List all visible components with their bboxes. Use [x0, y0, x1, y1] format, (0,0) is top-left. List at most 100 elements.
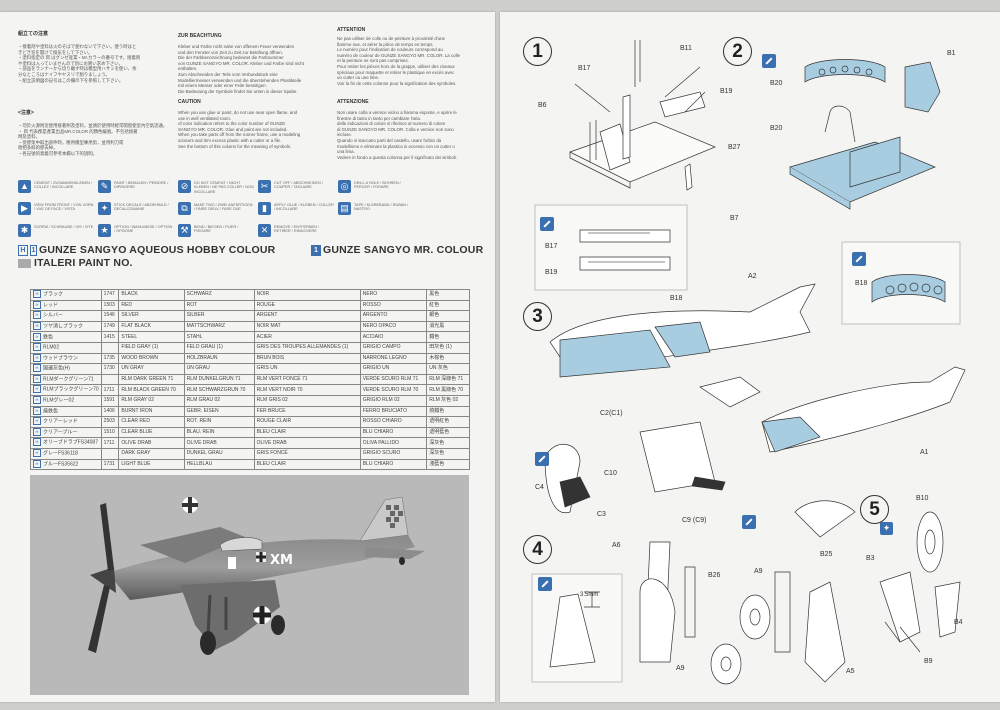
- paint-value: ARGENT: [256, 312, 278, 319]
- caution-line: ・勿於火源附近使用接著劑及塗料，並請於使用時經常開窗使室內空氣流通。: [18, 123, 168, 128]
- paint-brush-icon: [535, 452, 549, 466]
- italeri-header: ITALERI PAINT NO.: [18, 257, 133, 269]
- paint-value: 1510: [103, 429, 115, 436]
- caution-line: numéro de couleur de GUNZE SANGYO MR. CO…: [337, 52, 460, 58]
- paint-value: GEBR. EISEN: [186, 407, 219, 414]
- number-badge-icon: 1: [30, 244, 37, 256]
- star-icon: ★: [98, 224, 111, 237]
- paint-brush-icon: ✎: [98, 180, 111, 193]
- paint-value: ROT: [186, 301, 198, 308]
- aqueous-colour-title: GUNZE SANGYO AQUEOUS HOBBY COLOUR: [39, 244, 276, 256]
- view-arrow-icon: ▶: [18, 202, 31, 215]
- color-badge-icon: H: [33, 438, 41, 447]
- caution-line: finestre di tanto in tanto per cambiare …: [337, 115, 422, 121]
- caution-line: Modelliermesser verwenden und die überst…: [178, 77, 302, 83]
- paint-cell-ita: 1747: [100, 289, 120, 301]
- legend-label: PAINT / BEMALEN / PEINDRE / DIPINGERE: [114, 181, 169, 190]
- paint-value: CLEAR BLUE: [121, 429, 153, 436]
- italeri-swatch-icon: [18, 258, 31, 268]
- paint-cell-zh: RLM 深綠色 71: [426, 373, 470, 386]
- caution-line: Quando si staccano parti del castello, u…: [337, 138, 442, 143]
- paint-value: 1747: [103, 291, 115, 298]
- paint-cell-zh: 木棕色: [426, 352, 470, 365]
- paint-cell-en: RLM GRAY 02: [118, 394, 185, 407]
- paint-value: GRIS UN: [256, 365, 278, 372]
- part-label: A6: [612, 542, 621, 549]
- legend-label: OPTION / WAHLWEISE / OPTION / OPZIONE: [114, 225, 173, 234]
- decal-icon: ✦: [98, 202, 111, 215]
- paint-value: RLM 黑綠色 70: [429, 386, 464, 393]
- paint-cell-ita: 1711: [100, 384, 120, 396]
- left-page: 組立ての注意 ・接着剤や塗料は火のそばで使わないで下さい。使う時はときどき窓を開…: [0, 12, 495, 702]
- paint-cell-it: GRIGIO SCURO: [359, 447, 428, 460]
- paint-value: BLAU. REIN: [186, 429, 215, 436]
- caution-line: When you use glue or paint, do not use n…: [178, 110, 298, 115]
- paint-value: NOIR MAT: [256, 323, 281, 330]
- paint-value: BLACK: [121, 291, 138, 298]
- assembly-diagrams: [531, 40, 966, 685]
- paint-value: ROUGE: [256, 301, 275, 308]
- dimension-label: 3.5mm: [580, 592, 599, 598]
- caution-line: や塗料は入っていませんので別にお買い求め下さい。: [18, 60, 124, 66]
- caution-line: Kleber und Farbe nicht nahe von offenem …: [178, 44, 295, 49]
- paint-value: STEEL: [121, 333, 138, 340]
- paint-cell-en: BLACK: [118, 289, 185, 301]
- paint-cell-zh: 紅色: [426, 299, 470, 312]
- paint-cell-en: DARK GRAY: [118, 447, 185, 460]
- legend-label: APPLY GLUE / KLEBEN / COLLER / INCOLLARE: [274, 203, 334, 212]
- step-1-number: 1: [523, 37, 552, 66]
- paint-value: 鐵色: [429, 333, 440, 340]
- paint-cell-fr: NOIR MAT: [253, 320, 361, 333]
- step-5-number: 5: [860, 495, 889, 524]
- caution-line: use in well ventilated room.: [178, 115, 231, 121]
- paint-cell-fr: FER BRUCE: [253, 405, 361, 418]
- paint-value: GRIGIO SCURO: [362, 450, 401, 457]
- paint-value: UN GRAU: [186, 365, 210, 372]
- paint-cell-it: ARGENTO: [359, 310, 428, 322]
- paint-value: 田灰色 (1): [429, 344, 452, 351]
- part-label: B3: [866, 555, 875, 562]
- caution-line: 分なところはナイフやヤスリで削りましょう。: [18, 72, 110, 77]
- caution-line: enthalten.: [178, 66, 198, 72]
- paint-cell-zh: 深灰色: [426, 437, 470, 449]
- paint-cell-it: ACCIAIO: [359, 331, 428, 343]
- paint-cell-en: RLM BLACK GREEN 70: [118, 384, 185, 396]
- paint-cell-ita: 1510: [100, 426, 120, 439]
- paint-value: HELLBLAU: [186, 460, 213, 467]
- legend-label: CEMENT / ZUSAMMENKLEBEN / COLLEZ / INCOL…: [34, 181, 92, 190]
- paint-cell-de: UN GRAU: [183, 363, 255, 375]
- paint-value: 1730: [103, 365, 115, 372]
- part-label: C3: [597, 511, 606, 518]
- paint-value: BLEU CLAIR: [256, 460, 286, 467]
- paint-cell-ita: 1731: [100, 458, 120, 471]
- color-badge-icon: H: [33, 459, 41, 468]
- paint-cell-it: ROSSO CHIARO: [359, 416, 428, 428]
- paint-value: RLM BLACK GREEN 70: [121, 386, 176, 393]
- color-badge-icon: H: [33, 354, 41, 362]
- caution-line: ・組立説明図の記号はこの欄の下を参照して下さい。: [18, 77, 124, 83]
- caution-line: scissors and trim excess plastic with a …: [178, 138, 282, 143]
- paint-cell-zh: 透明藍色: [426, 426, 470, 439]
- paint-cell-it: NARRONE LEGNO: [359, 352, 428, 365]
- caution-line: Voir la fin de cette colonne pour la sig…: [337, 80, 457, 86]
- paint-cell-it: NERO OPACO: [359, 320, 428, 333]
- color-badge-icon: H: [33, 385, 41, 394]
- paint-cell-ita: 2503: [100, 416, 120, 428]
- paint-cell-zh: 田灰色 (1): [426, 341, 470, 354]
- caution-line: un cutter ou une lime.: [337, 75, 380, 81]
- paint-value: 国連灰色(H): [43, 365, 70, 372]
- paint-value: RLM VERT NOIR 70: [256, 386, 303, 393]
- paint-cell-de: BLAU. REIN: [183, 426, 255, 439]
- caution-line: Vedere in fondo a questa colonna per il …: [337, 154, 458, 160]
